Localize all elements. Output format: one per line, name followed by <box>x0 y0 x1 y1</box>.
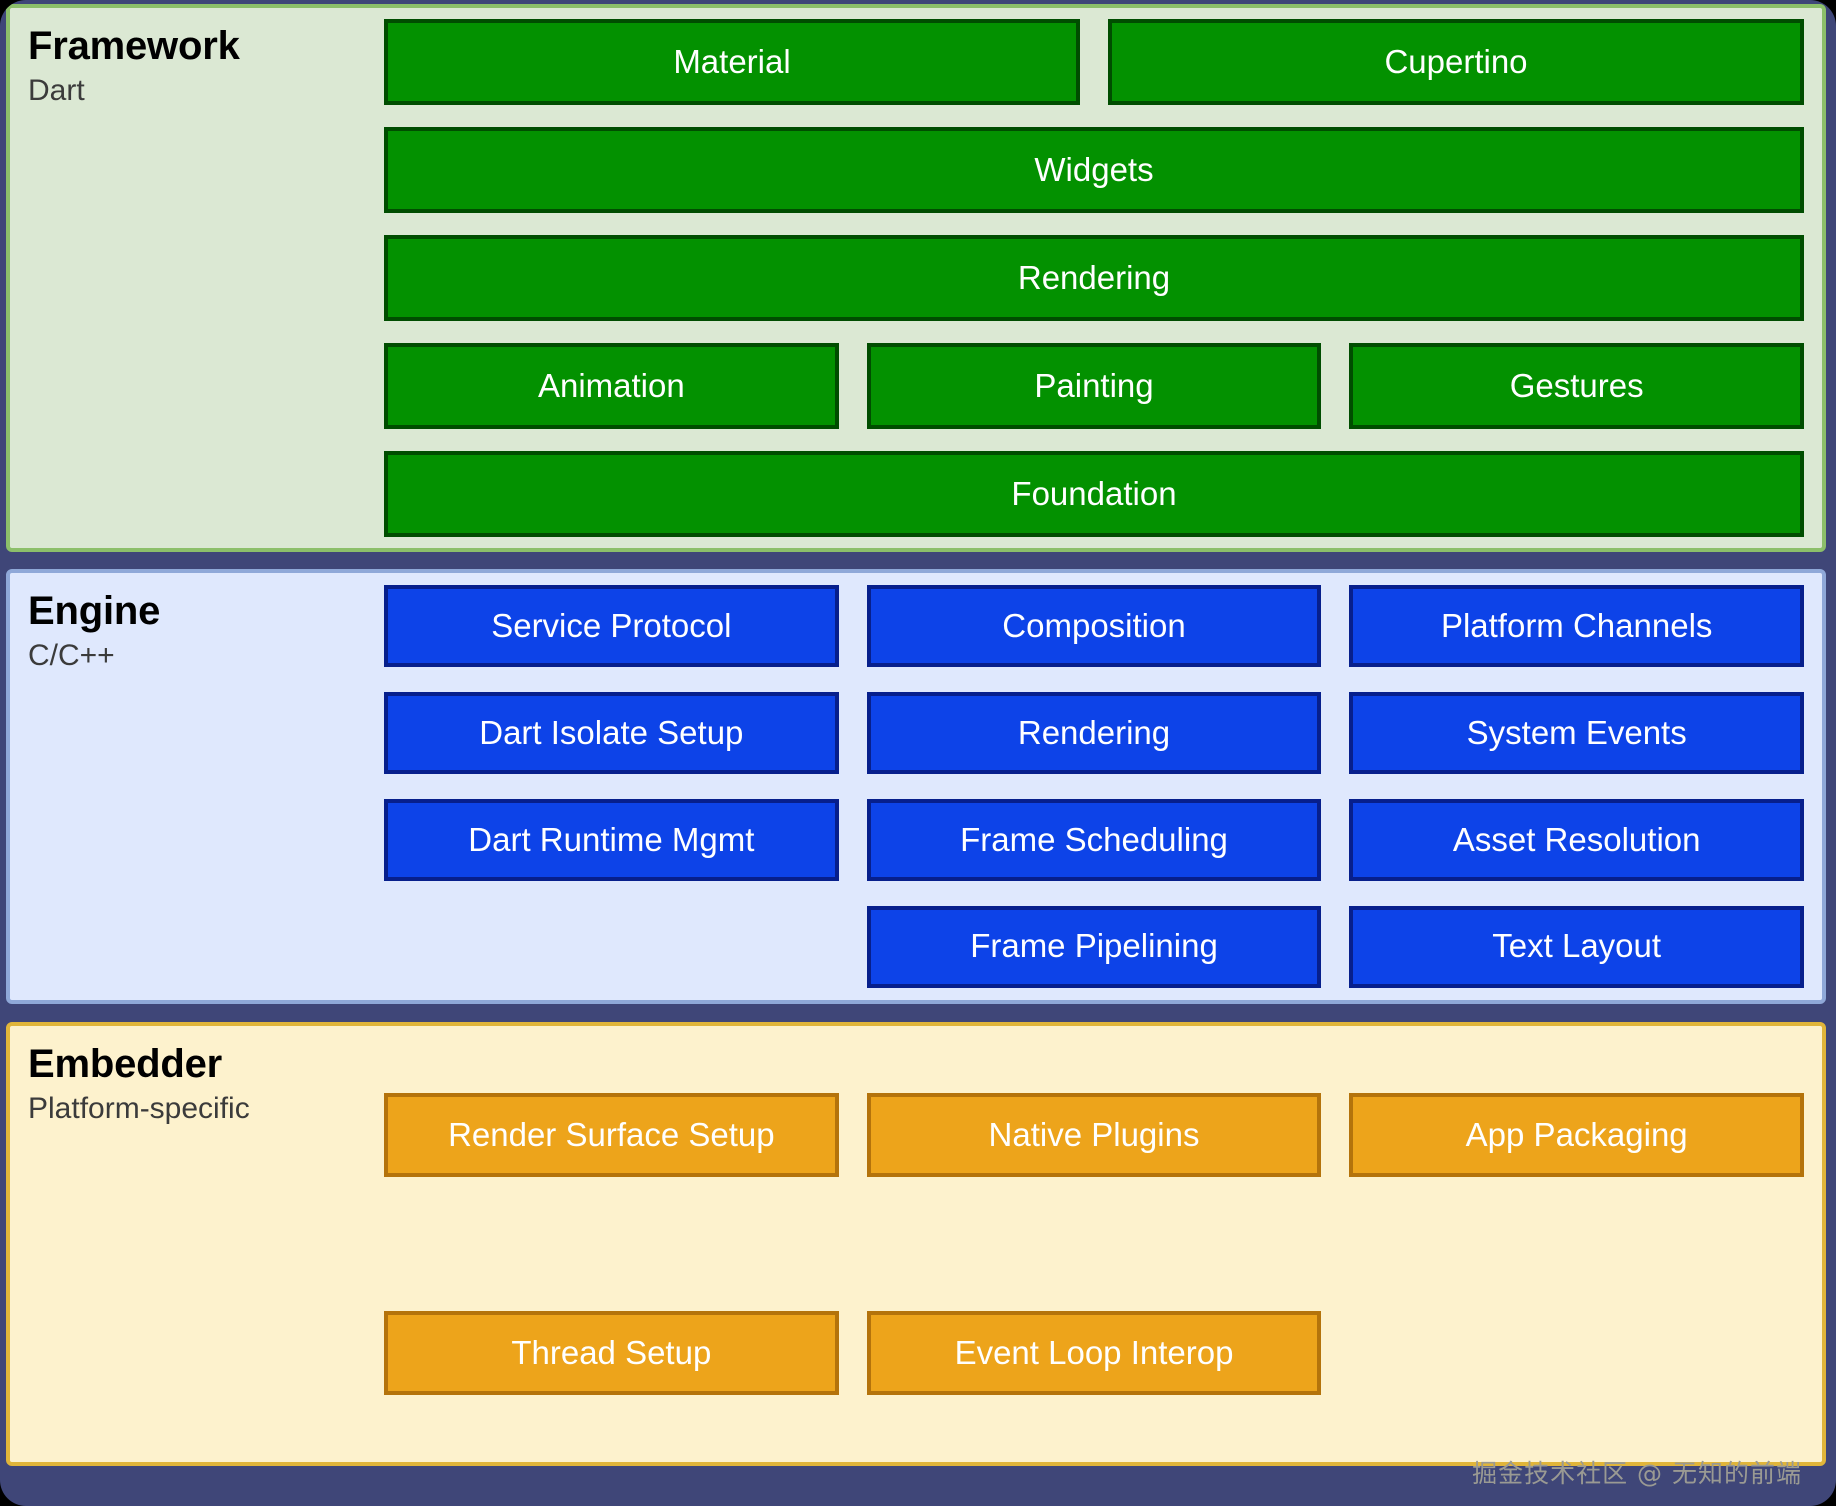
cell: App Packaging <box>1349 1093 1805 1177</box>
engine-row-1: Service Protocol Composition Platform Ch… <box>384 573 1805 680</box>
cell: Foundation <box>384 451 1804 537</box>
box-rendering-engine[interactable]: Rendering <box>866 692 1322 775</box>
box-animation[interactable]: Animation <box>384 343 839 429</box>
layer-embedder-grid: Render Surface Setup Native Plugins App … <box>384 1026 1822 1462</box>
framework-row-3: Rendering <box>384 224 1804 332</box>
cell: Frame Scheduling <box>866 798 1322 881</box>
cell: Cupertino <box>1108 19 1804 105</box>
cell: Painting <box>866 343 1322 429</box>
box-frame-pipelining[interactable]: Frame Pipelining <box>866 905 1322 988</box>
framework-row-4: Animation Painting Gestures <box>384 332 1805 440</box>
box-system-events[interactable]: System Events <box>1349 692 1805 775</box>
box-composition[interactable]: Composition <box>866 585 1322 668</box>
engine-row-3: Dart Runtime Mgmt Frame Scheduling Asset… <box>384 787 1805 894</box>
box-cupertino[interactable]: Cupertino <box>1108 19 1804 105</box>
framework-row-5: Foundation <box>384 440 1804 548</box>
box-native-plugins[interactable]: Native Plugins <box>866 1093 1322 1177</box>
cell: Service Protocol <box>384 585 839 668</box>
box-render-surface-setup[interactable]: Render Surface Setup <box>384 1093 839 1177</box>
cell: Rendering <box>866 692 1322 775</box>
cell: Platform Channels <box>1349 585 1805 668</box>
box-service-protocol[interactable]: Service Protocol <box>384 585 839 668</box>
cell: Thread Setup <box>384 1311 839 1395</box>
box-painting[interactable]: Painting <box>866 343 1322 429</box>
framework-row-2: Widgets <box>384 116 1804 224</box>
box-frame-scheduling[interactable]: Frame Scheduling <box>866 798 1322 881</box>
layer-framework-grid: Material Cupertino Widgets Rendering Ani… <box>384 8 1822 548</box>
layer-engine-caption: Engine C/C++ <box>10 573 384 1000</box>
box-rendering-framework[interactable]: Rendering <box>384 235 1804 321</box>
cell: Render Surface Setup <box>384 1093 839 1177</box>
layer-engine: Engine C/C++ Service Protocol Compositio… <box>6 569 1826 1004</box>
cell: System Events <box>1349 692 1805 775</box>
watermark: 掘金技术社区 @ 无知的前端 <box>1472 1459 1802 1488</box>
cell: Text Layout <box>1349 905 1805 988</box>
box-app-packaging[interactable]: App Packaging <box>1349 1093 1805 1177</box>
cell: Asset Resolution <box>1349 798 1805 881</box>
layer-engine-grid: Service Protocol Composition Platform Ch… <box>384 573 1822 1000</box>
cell: Rendering <box>384 235 1804 321</box>
box-material[interactable]: Material <box>384 19 1080 105</box>
box-widgets[interactable]: Widgets <box>384 127 1804 213</box>
layer-embedder-subtitle: Platform-specific <box>28 1091 250 1125</box>
framework-row-1: Material Cupertino <box>384 8 1804 116</box>
layer-engine-subtitle: C/C++ <box>28 638 115 672</box>
cell: Material <box>384 19 1080 105</box>
layer-engine-title: Engine <box>28 589 161 633</box>
box-dart-runtime-mgmt[interactable]: Dart Runtime Mgmt <box>384 798 839 881</box>
box-foundation[interactable]: Foundation <box>384 451 1804 537</box>
cell: Frame Pipelining <box>866 905 1322 988</box>
box-gestures[interactable]: Gestures <box>1349 343 1805 429</box>
embedder-row-2: Thread Setup Event Loop Interop <box>384 1244 1804 1462</box>
engine-row-2: Dart Isolate Setup Rendering System Even… <box>384 680 1805 787</box>
layer-embedder-title: Embedder <box>28 1042 223 1086</box>
engine-row-4: Frame Pipelining Text Layout <box>384 893 1805 1000</box>
cell: Native Plugins <box>866 1093 1322 1177</box>
cell: Dart Isolate Setup <box>384 692 839 775</box>
embedder-row-1: Render Surface Setup Native Plugins App … <box>384 1026 1805 1244</box>
layer-framework-subtitle: Dart <box>28 73 85 107</box>
layer-framework-title: Framework <box>28 24 240 68</box>
layer-framework-caption: Framework Dart <box>10 8 384 548</box>
cell: Event Loop Interop <box>866 1311 1322 1395</box>
layer-framework: Framework Dart Material Cupertino Widget… <box>6 4 1826 552</box>
layer-embedder-caption: Embedder Platform-specific <box>10 1026 384 1462</box>
layer-embedder: Embedder Platform-specific Render Surfac… <box>6 1022 1826 1466</box>
box-platform-channels[interactable]: Platform Channels <box>1349 585 1805 668</box>
box-dart-isolate-setup[interactable]: Dart Isolate Setup <box>384 692 839 775</box>
box-thread-setup[interactable]: Thread Setup <box>384 1311 839 1395</box>
box-text-layout[interactable]: Text Layout <box>1349 905 1805 988</box>
cell: Gestures <box>1349 343 1805 429</box>
cell: Widgets <box>384 127 1804 213</box>
cell: Dart Runtime Mgmt <box>384 798 839 881</box>
box-asset-resolution[interactable]: Asset Resolution <box>1349 798 1805 881</box>
box-event-loop-interop[interactable]: Event Loop Interop <box>866 1311 1322 1395</box>
cell: Composition <box>866 585 1322 668</box>
cell: Animation <box>384 343 839 429</box>
